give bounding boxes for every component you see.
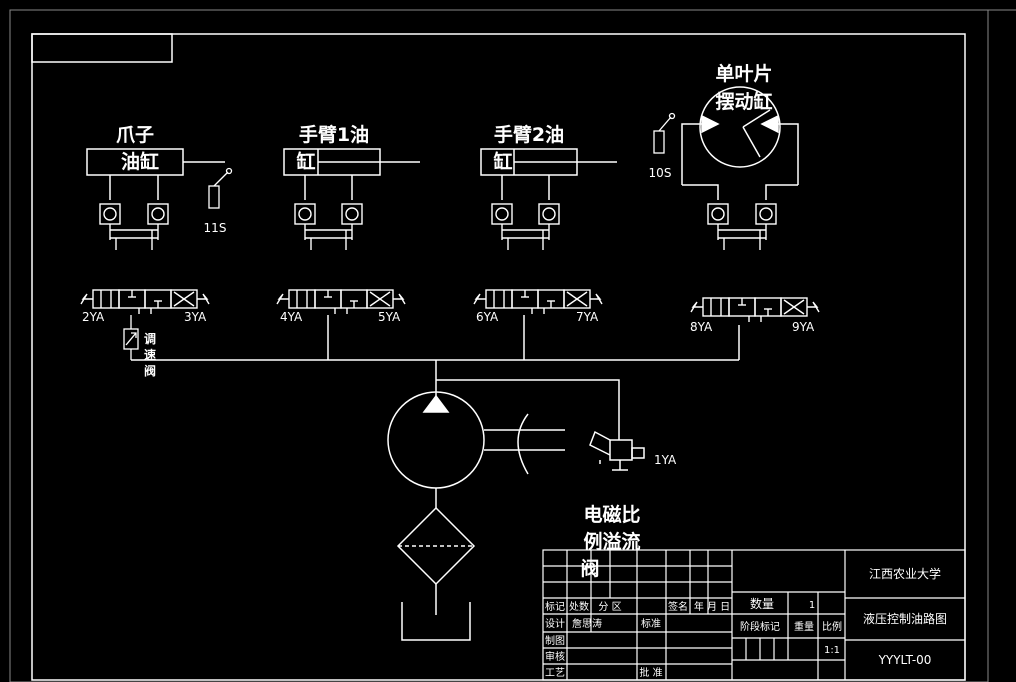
relief-label-1: 电磁比 bbox=[583, 503, 640, 526]
ratio-label: 比例 bbox=[822, 620, 842, 633]
relief-label-3: 阀 bbox=[580, 557, 599, 580]
coil-3ya-label: 3YA bbox=[184, 310, 207, 324]
throttle-label-3: 阀 bbox=[144, 364, 156, 378]
arm2-label: 手臂2油 bbox=[494, 123, 564, 146]
arm2-cylinder bbox=[480, 148, 617, 200]
row-zone: 分 区 bbox=[598, 601, 621, 613]
claw-label: 爪子 bbox=[116, 124, 154, 146]
relief-valve-icon bbox=[589, 430, 645, 471]
direction-valve bbox=[276, 289, 406, 314]
check-valve-groups bbox=[99, 203, 777, 250]
limit-switch-icon bbox=[208, 167, 233, 209]
limit-switch-icon bbox=[653, 112, 676, 154]
direction-valve bbox=[473, 289, 603, 314]
throttle-label-1: 调 bbox=[144, 332, 156, 346]
check-valve-pair bbox=[707, 203, 777, 250]
swing-label-2: 摆动缸 bbox=[715, 90, 772, 113]
coil-4ya-label: 4YA bbox=[280, 310, 303, 324]
drawing-title: 液压控制油路图 bbox=[863, 611, 947, 626]
swing-label-1: 单叶片 bbox=[715, 62, 772, 85]
throttle-label-2: 速 bbox=[144, 347, 156, 362]
arm1-cylinder bbox=[283, 148, 420, 200]
approve-label: 批 准 bbox=[639, 666, 662, 679]
design-label: 设计 bbox=[545, 617, 565, 630]
weight-label: 重量 bbox=[794, 620, 814, 633]
check-valve-pair bbox=[294, 203, 363, 250]
arm2-cyl-label: 缸 bbox=[493, 150, 512, 173]
check-valve-pair bbox=[99, 203, 169, 250]
title-block bbox=[542, 549, 966, 681]
direction-valve-groups bbox=[80, 289, 820, 322]
process-label: 工艺 bbox=[545, 667, 565, 679]
stage-mark: 阶段标记 bbox=[740, 620, 780, 633]
coil-5ya-label: 5YA bbox=[378, 310, 401, 324]
review-label: 审核 bbox=[545, 650, 565, 663]
check-valve-pair bbox=[491, 203, 560, 250]
school-name: 江西农业大学 bbox=[869, 566, 941, 581]
coil-2ya-label: 2YA bbox=[82, 310, 105, 324]
swing-actuator bbox=[681, 86, 799, 200]
direction-valve bbox=[690, 297, 820, 322]
pressure-lines bbox=[131, 315, 740, 440]
arm1-label: 手臂1油 bbox=[299, 123, 369, 146]
title-block-text: 江西农业大学 液压控制油路图 YYYLT-00 数量 1 阶段标记 重量 比例 … bbox=[545, 566, 947, 679]
ratio-value: 1:1 bbox=[824, 645, 840, 656]
coil-7ya-label: 7YA bbox=[576, 310, 599, 324]
switch-11s-label: 11S bbox=[204, 221, 227, 235]
coil-9ya-label: 9YA bbox=[792, 320, 815, 334]
designer-name: 詹思涛 bbox=[572, 617, 602, 630]
arm1-cyl-label: 缸 bbox=[296, 150, 315, 173]
drawing-frame bbox=[9, 9, 1016, 682]
row-date: 年 月 日 bbox=[694, 600, 730, 613]
row-mark: 标记 bbox=[545, 601, 565, 613]
relief-label-2: 例溢流 bbox=[583, 530, 640, 553]
qty-label: 数量 bbox=[750, 596, 774, 611]
filter-icon bbox=[396, 506, 476, 641]
switch-10s-label: 10S bbox=[649, 166, 672, 180]
coil-8ya-label: 8YA bbox=[690, 320, 713, 334]
standard-label: 标准 bbox=[641, 618, 661, 630]
coil-6ya-label: 6YA bbox=[476, 310, 499, 324]
valve-coil-labels: 2YA 3YA 4YA 5YA 6YA 7YA 8YA 9YA bbox=[82, 310, 815, 334]
throttle-valve-icon bbox=[123, 315, 139, 360]
claw-cylinder bbox=[86, 148, 225, 200]
draw-label: 制图 bbox=[545, 634, 565, 647]
row-count: 处数 bbox=[569, 600, 589, 613]
row-sign: 签名 bbox=[668, 600, 688, 613]
claw-cyl-label: 油缸 bbox=[121, 150, 159, 173]
pump-icon bbox=[387, 391, 565, 508]
drawing-code: YYYLT-00 bbox=[878, 653, 932, 667]
relief-coil-label: 1YA bbox=[654, 453, 677, 467]
direction-valve bbox=[80, 289, 210, 314]
qty-value: 1 bbox=[809, 600, 815, 611]
